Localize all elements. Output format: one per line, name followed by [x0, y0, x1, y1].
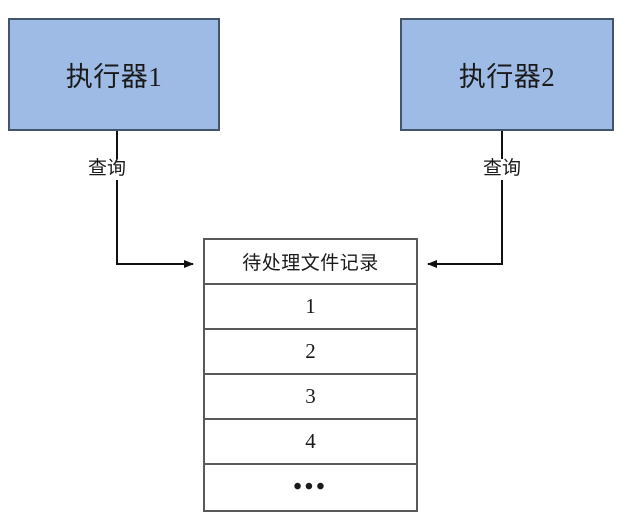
table-row-ellipsis: ••• [205, 465, 416, 510]
table-cell-value: 4 [305, 429, 316, 453]
table-row[interactable]: 1 [205, 285, 416, 330]
table-header-row: 待处理文件记录 [205, 240, 416, 285]
executor-box-1[interactable]: 执行器1 [8, 18, 220, 131]
table-cell-value: 3 [305, 384, 316, 408]
table-header-label: 待处理文件记录 [242, 253, 379, 274]
edge-label-query-left: 查询 [86, 158, 129, 180]
records-table: 待处理文件记录 1 2 3 4 ••• [203, 238, 418, 512]
executor-box-1-label: 执行器1 [65, 62, 163, 92]
table-cell-value: 2 [305, 339, 316, 363]
edge-path-executor-1 [116, 131, 194, 268]
table-row[interactable]: 2 [205, 330, 416, 375]
table-row[interactable]: 3 [205, 375, 416, 420]
executor-box-2-label: 执行器2 [458, 62, 556, 92]
edge-path-executor-2 [427, 131, 503, 268]
table-row[interactable]: 4 [205, 420, 416, 465]
table-cell-value: 1 [305, 294, 316, 318]
edge-label-query-right: 查询 [481, 158, 524, 180]
table-cell-ellipsis: ••• [293, 474, 328, 501]
executor-box-2[interactable]: 执行器2 [400, 18, 614, 131]
